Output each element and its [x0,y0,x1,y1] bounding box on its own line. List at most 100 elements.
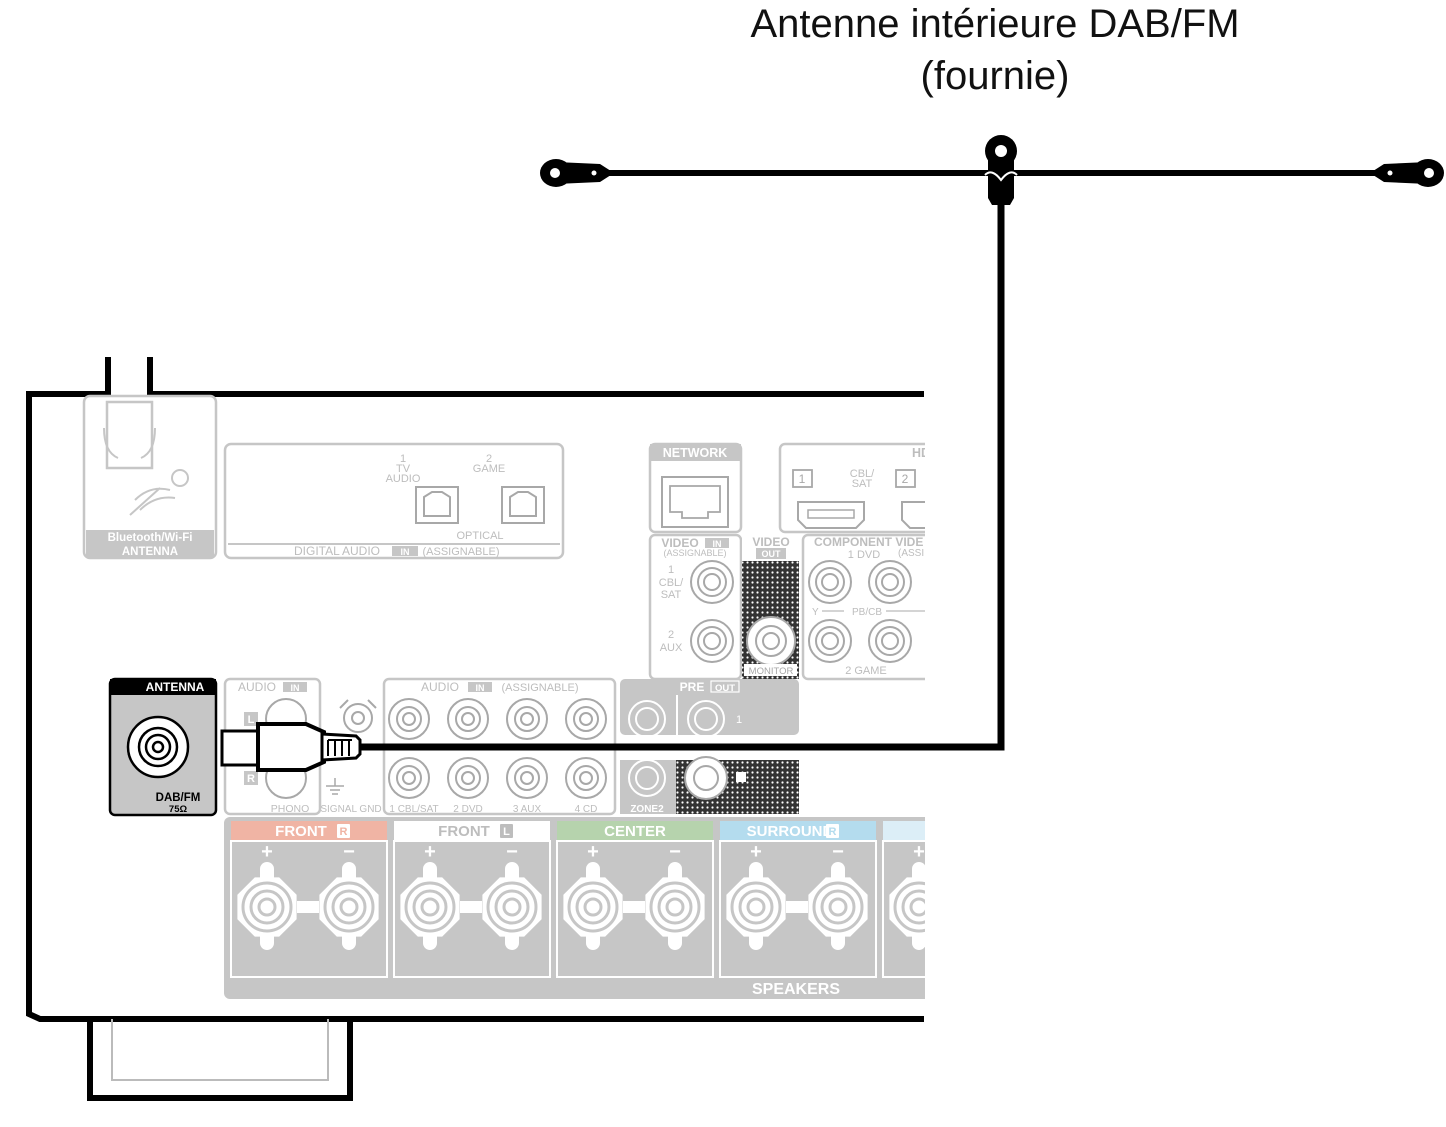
zone2-label: ZONE2 [630,804,664,815]
signal-gnd-label: SIGNAL GND [320,804,381,815]
speaker-plus-sign: + [750,841,762,863]
pre-out-title: PRE [680,680,705,694]
antenna-caption-line2: (fournie) [920,54,1070,98]
component-y-label: Y [812,607,819,618]
speakers-label: SPEAKERS [752,981,840,998]
speaker-terminal-plus [563,862,623,950]
phono-l-label: L [248,714,255,726]
panel-outline [147,357,924,397]
digital-audio-label: DIGITAL AUDIO [294,544,380,558]
speaker-terminal-minus [645,862,705,950]
hdmi-port1-cbl: CBL/ [850,468,875,480]
video-in1-cbl: CBL/ [659,577,684,589]
optical-in2-game: GAME [473,463,505,475]
monitor-label: MONITOR [749,666,794,677]
optical-port-1 [415,486,459,524]
speaker-group-name-4: SURROUND [747,823,834,840]
bt-antenna-label-1: Bluetooth/Wi-Fi [108,532,193,544]
audio-in-label-2: 2 DVD [453,804,482,815]
speaker-plus-sign: + [261,841,273,863]
audio-in-label-4: 4 CD [575,804,598,815]
panel-outline-left [26,357,924,1022]
antenna-caption-line1: Antenne intérieure DAB/FM [750,2,1240,46]
speaker-group-name-3: CENTER [604,823,666,840]
hdmi-port2-num: 2 [902,472,909,486]
antenna-plug [220,722,362,772]
phono-r-label: R [247,773,255,785]
component-title: COMPONENT VIDE [814,535,923,549]
optical-in2-num: 2 [486,453,492,465]
speaker-plus-sign: + [913,841,925,863]
phono-label: PHONO [271,803,310,815]
antenna-dab-fm-label: DAB/FM [156,792,201,804]
antenna-cable [220,135,1444,772]
speaker-terminal-minus [319,862,379,950]
video-out-title: VIDEO [752,535,789,549]
dipole-t-joint [984,135,1018,205]
speaker-terminal-minus [808,862,868,950]
speaker-group-side-4: R [829,826,837,838]
hdmi-title: HD [912,446,930,460]
audio-in-jacks [388,698,607,799]
audio-in-in: IN [476,683,485,693]
dipole-end-left [540,159,614,187]
video-in1-num: 1 [668,564,674,576]
speaker-group-3: CENTER + − [556,821,714,978]
speaker-terminal-plus [889,862,925,950]
speaker-group-name-5: SU [951,823,972,840]
speaker-plus-sign: + [587,841,599,863]
video-in2-num: 2 [668,629,674,641]
speaker-terminal-minus [971,862,1030,950]
video-out-out: OUT [762,549,782,559]
network-label: NETWORK [663,446,728,460]
antenna-terminal-box: ANTENNA DAB/FM 75Ω [108,677,218,817]
panel-foot [87,1019,353,1101]
hdmi-port1-sat: SAT [852,478,873,490]
optical-label: OPTICAL [456,530,503,542]
component-pb-jack-1 [868,560,912,604]
component-pb-jack-2 [868,619,912,663]
hdmi-box: HD 1 CBL/ SAT 2 [778,442,930,534]
speaker-group-5: SU+− [882,821,1030,978]
speaker-minus-sign: − [669,841,681,863]
audio-phono-title: AUDIO [238,680,276,694]
digital-audio-assignable: (ASSIGNABLE) [422,546,499,558]
optical-port-2 [501,486,545,524]
component-assignable: (ASSI [898,548,924,559]
pre-out-box: PRE OUT 1 ZONE2 [620,679,799,815]
bt-antenna-box: Bluetooth/Wi-Fi ANTENNA [82,394,218,560]
audio-phono-in: IN [291,683,300,693]
component-pb-label: PB/CB [852,607,882,618]
speaker-group-side-1: R [340,826,348,838]
component-y-jack-2 [808,619,852,663]
speaker-terminal-minus [482,862,542,950]
speaker-terminal-plus [400,862,460,950]
speaker-group-name-2: FRONT [438,823,490,840]
video-in-box: VIDEO IN (ASSIGNABLE) 1 CBL/ SAT 2 AUX [648,533,743,681]
video-in-in: IN [713,539,722,549]
component-game: 2 GAME [845,665,887,677]
speaker-plus-sign: + [424,841,436,863]
bt-antenna-label-2: ANTENNA [122,546,178,558]
signal-gnd-terminal [326,699,377,795]
receiver-rear-panel: Bluetooth/Wi-Fi ANTENNA 1 TV AUDIO 2 GAM… [26,357,1030,1101]
antenna-impedance: 75Ω [169,804,188,815]
pre-out-out: OUT [715,683,735,694]
speaker-minus-sign: − [506,841,518,863]
dab-fm-connector [126,715,190,779]
audio-in-label-1: 1 CBL/SAT [389,804,438,815]
speaker-terminal-plus [726,862,786,950]
zone2-jack [684,756,728,800]
audio-in-assignable: (ASSIGNABLE) [501,682,578,694]
antenna-title: ANTENNA [146,680,205,694]
speaker-minus-sign: − [832,841,844,863]
digital-audio-in: IN [401,547,410,557]
audio-in-label-3: 3 AUX [513,804,542,815]
video-in1-jack [690,560,734,604]
optical-in1-audio: AUDIO [386,473,421,485]
optical-in1-num: 1 [400,453,406,465]
video-in2-jack [690,619,734,663]
